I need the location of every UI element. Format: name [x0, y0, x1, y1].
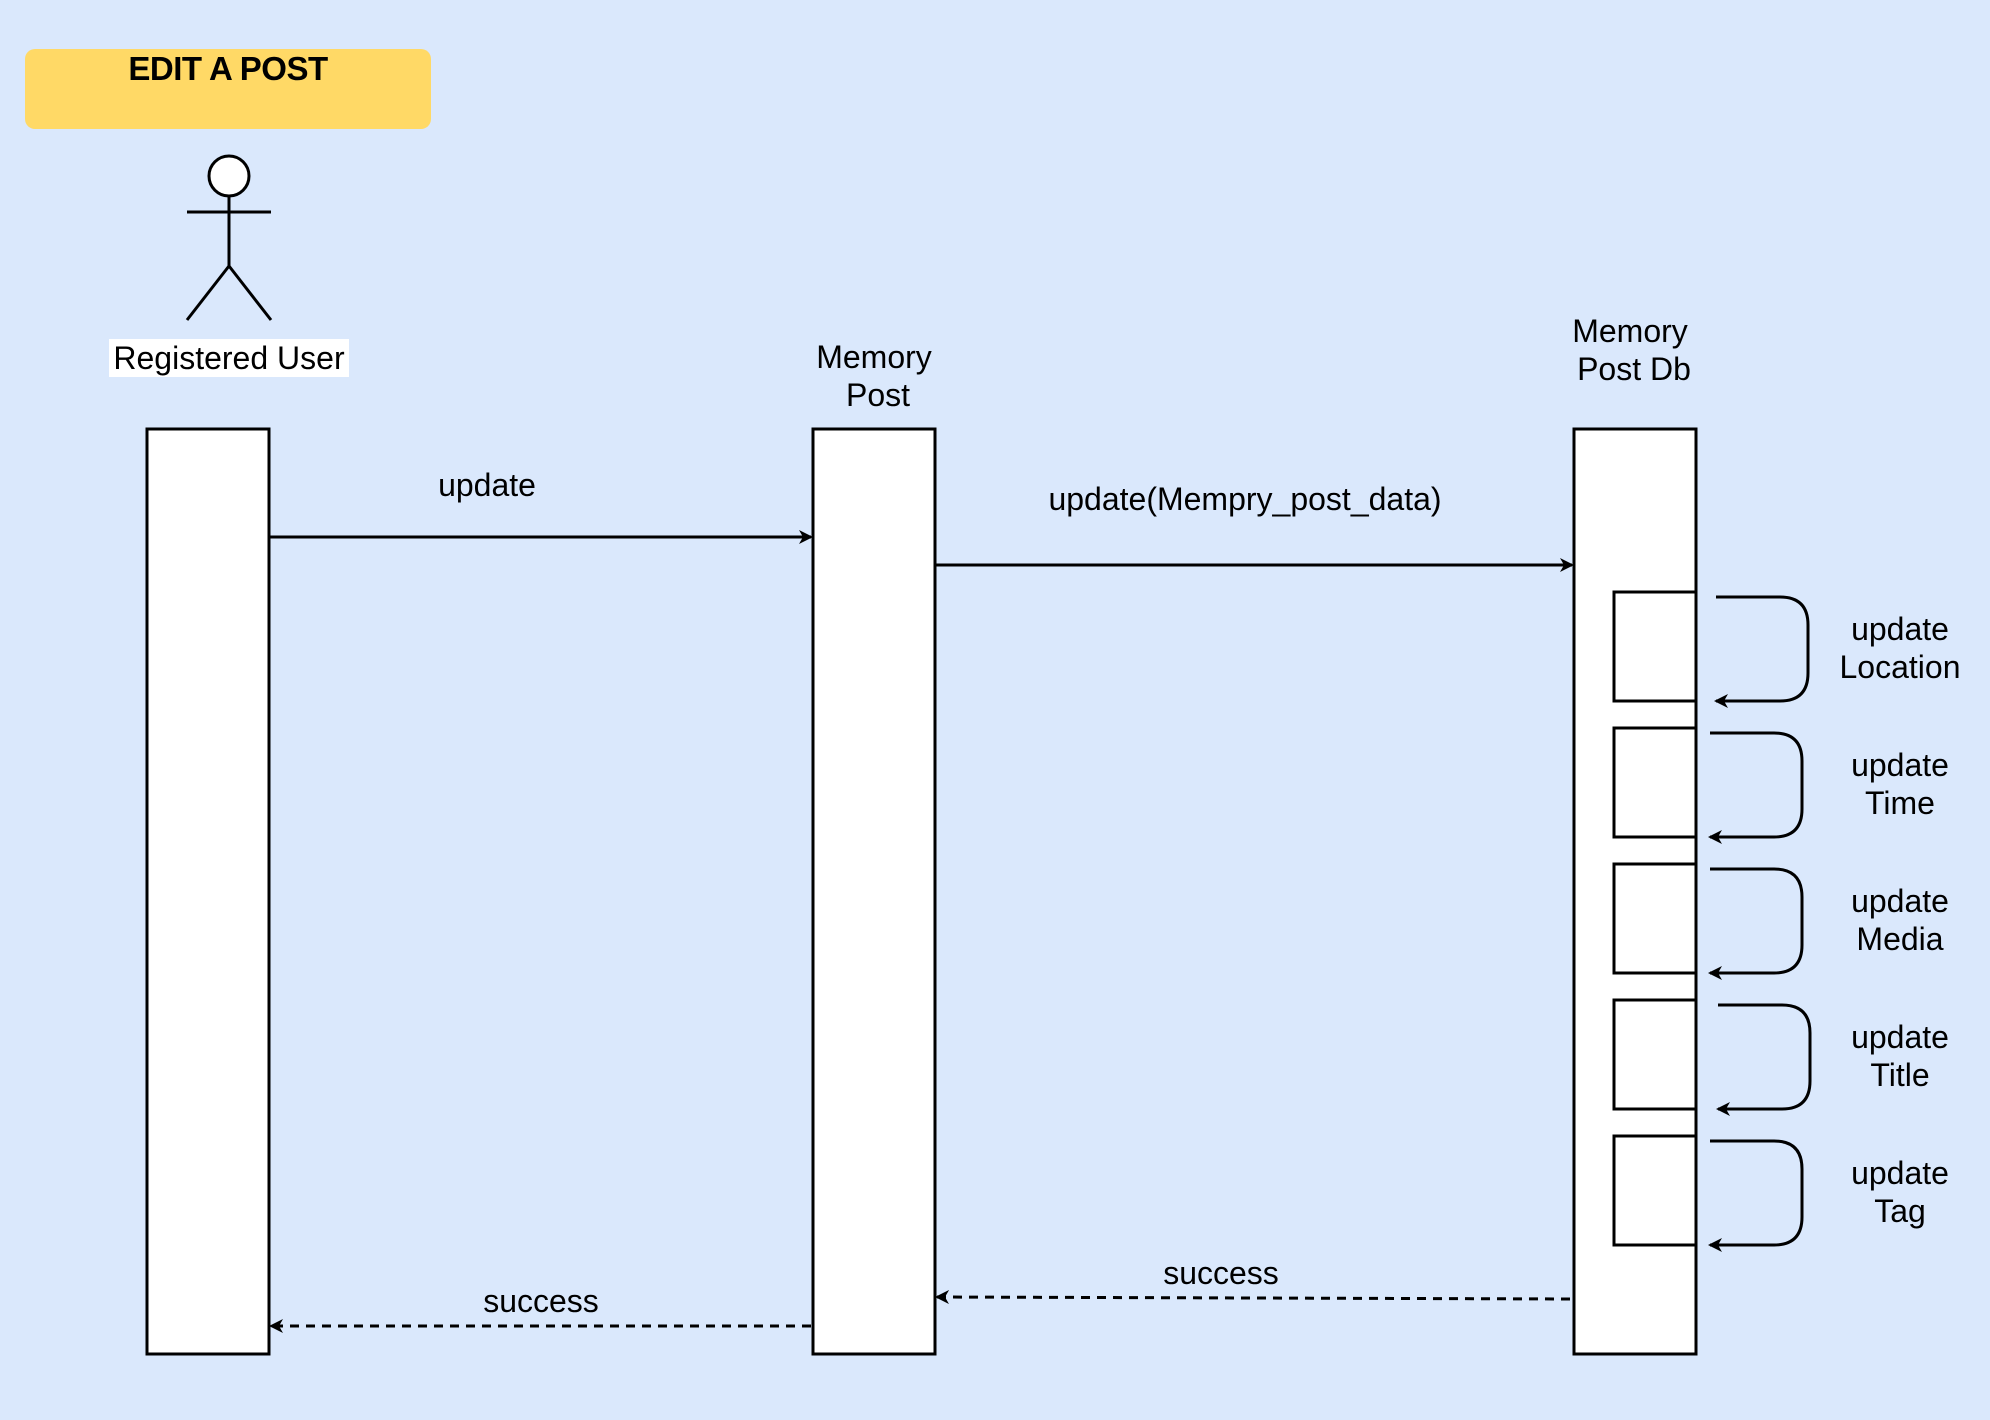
- message-label-update-data: update(Mempry_post_data): [1048, 481, 1442, 517]
- lifeline-memory-post-db-line1: Memory: [1572, 313, 1688, 349]
- self-call-label-location-line2: Location: [1839, 649, 1961, 685]
- self-call-arrow-tag: [1708, 1139, 1804, 1252]
- self-call-box-time: [1612, 726, 1698, 839]
- self-call-label-time-line1: update: [1851, 747, 1949, 783]
- actor-stick-figure-icon: [185, 154, 273, 321]
- self-call-label-media-line1: update: [1851, 883, 1949, 919]
- self-call-box-media: [1612, 862, 1698, 975]
- self-call-box-title: [1612, 998, 1698, 1111]
- self-call-label-tag: update Tag: [1820, 1154, 1980, 1230]
- diagram-title-box: EDIT A POST: [25, 49, 431, 129]
- self-call-label-time-line2: Time: [1865, 785, 1935, 821]
- lifeline-memory-post-label: Memory Post: [794, 338, 954, 414]
- self-call-label-tag-line1: update: [1851, 1155, 1949, 1191]
- self-call-arrow-media: [1708, 867, 1804, 980]
- lifeline-memory-post-db-label: Memory Post Db: [1550, 312, 1710, 388]
- self-call-label-media: update Media: [1820, 882, 1980, 958]
- return-label-db-success: success: [1163, 1255, 1279, 1291]
- activation-bar-memory-post: [811, 427, 937, 1356]
- return-label-user-success: success: [483, 1283, 599, 1319]
- self-call-box-tag: [1612, 1134, 1698, 1247]
- self-call-arrow-location: [1714, 595, 1810, 708]
- lifeline-memory-post-line1: Memory: [816, 339, 932, 375]
- self-call-arrow-time: [1708, 731, 1804, 844]
- lifeline-memory-post-line2: Post: [845, 377, 911, 413]
- self-call-label-time: update Time: [1820, 746, 1980, 822]
- diagram-title: EDIT A POST: [128, 50, 328, 87]
- self-call-arrow-title: [1716, 1003, 1812, 1116]
- self-call-label-title-line2: Title: [1870, 1057, 1930, 1093]
- self-call-box-location: [1612, 590, 1698, 703]
- self-call-label-title-line1: update: [1851, 1019, 1949, 1055]
- actor-label: Registered User: [109, 339, 349, 377]
- activation-bar-registered-user: [145, 427, 271, 1356]
- message-label-update: update: [438, 467, 536, 503]
- self-call-label-tag-line2: Tag: [1874, 1193, 1926, 1229]
- self-call-label-location: update Location: [1820, 610, 1980, 686]
- lifeline-memory-post-db-line2: Post Db: [1577, 351, 1691, 387]
- self-call-label-location-line1: update: [1851, 611, 1949, 647]
- self-call-label-media-line2: Media: [1856, 921, 1944, 957]
- return-arrow-db-success: [935, 1290, 1571, 1305]
- self-call-label-title: update Title: [1820, 1018, 1980, 1094]
